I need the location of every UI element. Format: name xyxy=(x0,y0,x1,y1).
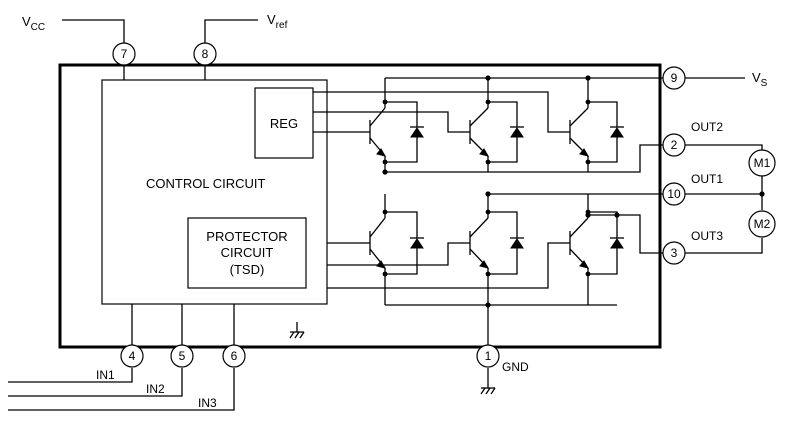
motor-m2: M2 xyxy=(748,210,776,238)
reg-block xyxy=(254,87,314,159)
pin-6-number: 6 xyxy=(231,349,238,363)
motor-m2-symbol xyxy=(748,210,776,238)
transistor-bridge xyxy=(360,78,624,305)
out1-label: OUT1 xyxy=(691,172,723,186)
in2-label: IN2 xyxy=(146,382,165,396)
vs-label: V xyxy=(752,70,761,85)
vref-subscript: ref xyxy=(276,20,288,31)
ground-icon xyxy=(480,387,496,395)
pin-9: 9 xyxy=(662,66,686,90)
out2-label: OUT2 xyxy=(691,120,723,134)
pin-2: 2 xyxy=(662,133,686,157)
transistor-cell-5 xyxy=(460,194,524,305)
pin-3-number: 3 xyxy=(671,246,678,260)
pin-1-number: 1 xyxy=(485,349,492,363)
in3-label: IN3 xyxy=(198,396,217,410)
internal-ground-icon xyxy=(289,322,305,339)
pin-9-number: 9 xyxy=(671,71,678,85)
ic-package-outline xyxy=(58,63,662,349)
pin-7: 7 xyxy=(112,42,136,66)
vcc-label: V xyxy=(22,14,31,29)
motor-m1: M1 xyxy=(748,149,776,177)
pin-5: 5 xyxy=(170,344,194,368)
control-circuit-label: CONTROL CIRCUIT xyxy=(146,176,265,191)
transistor-cell-2 xyxy=(460,78,524,172)
vs-supply: VS xyxy=(685,70,768,89)
power-rails xyxy=(385,75,663,388)
pin-4: 4 xyxy=(120,344,144,368)
in1-label: IN1 xyxy=(96,368,115,382)
vs-subscript: S xyxy=(761,78,768,89)
svg-text:Vref: Vref xyxy=(267,12,288,31)
pin-2-number: 2 xyxy=(671,138,678,152)
out3-label: OUT3 xyxy=(691,229,723,243)
output-wiring: OUT2 OUT1 OUT3 xyxy=(382,120,765,254)
protector-label-line1: PROTECTOR xyxy=(206,229,287,244)
motor-m2-label: M2 xyxy=(754,217,771,231)
protector-label-line2: CIRCUIT xyxy=(221,245,274,260)
pin-10: 10 xyxy=(662,182,686,206)
pin-8-number: 8 xyxy=(202,47,209,61)
reg-label: REG xyxy=(270,116,298,131)
protector-block xyxy=(187,217,307,289)
gnd-pin-ground: GND xyxy=(480,360,529,395)
transistor-cell-6 xyxy=(560,194,624,305)
pin-3: 3 xyxy=(662,241,686,265)
svg-text:VS: VS xyxy=(752,70,768,89)
pin-7-number: 7 xyxy=(121,47,128,61)
pin-4-number: 4 xyxy=(129,349,136,363)
pin-10-number: 10 xyxy=(667,187,681,201)
transistor-cell-3 xyxy=(560,78,624,172)
svg-text:VCC: VCC xyxy=(22,14,45,33)
vcc-supply: VCC xyxy=(22,14,125,80)
pin-1: 1 xyxy=(476,344,500,368)
pin-6: 6 xyxy=(222,344,246,368)
vref-label: V xyxy=(267,12,276,27)
motor-m1-symbol xyxy=(748,149,776,177)
transistor-cell-4 xyxy=(360,194,424,305)
motor-m1-label: M1 xyxy=(754,156,771,170)
protector-label-line3: (TSD) xyxy=(230,262,265,277)
input-wiring: IN1 IN2 IN3 xyxy=(8,304,235,411)
gate-drive-lines xyxy=(313,91,560,289)
gnd-label: GND xyxy=(502,360,529,374)
pin-5-number: 5 xyxy=(179,349,186,363)
vcc-subscript: CC xyxy=(31,22,45,33)
pin-8: 8 xyxy=(193,42,217,66)
transistor-cell-1 xyxy=(360,78,424,172)
